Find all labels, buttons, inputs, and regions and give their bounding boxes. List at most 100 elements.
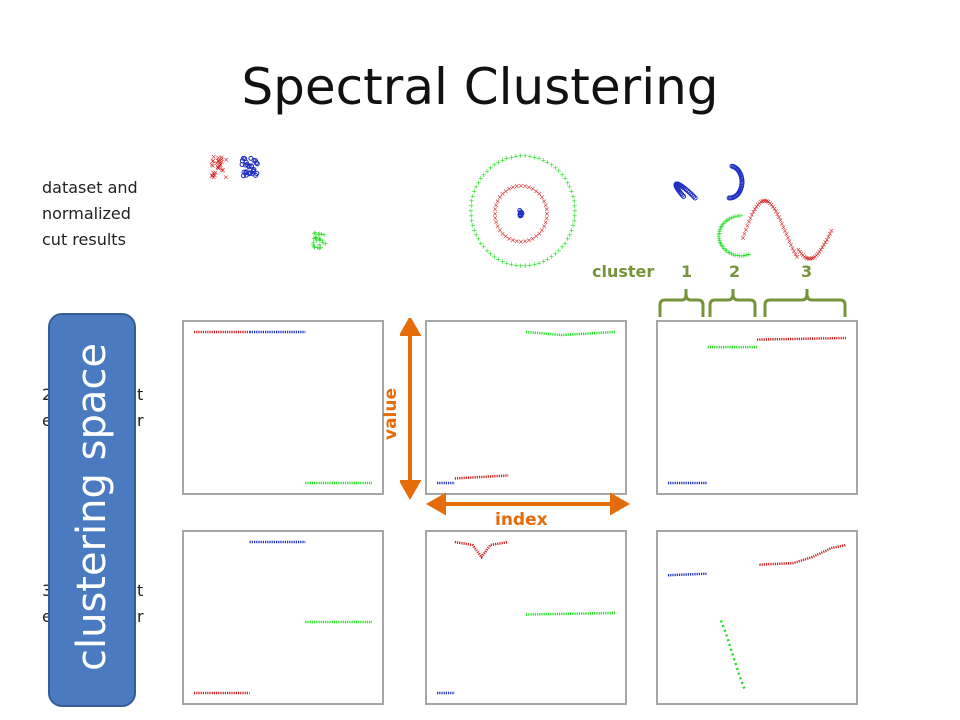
scatter-point: ×	[806, 255, 812, 263]
scatter-point: +	[727, 249, 733, 257]
scatter-point: +	[481, 243, 487, 251]
scatter-point: +	[317, 230, 323, 238]
scatter-point: ×	[212, 172, 218, 180]
bracket-2	[708, 289, 757, 317]
scatter-point: ×	[815, 250, 821, 258]
scatter-point: ×	[788, 241, 794, 249]
scatter-point: ×	[797, 248, 803, 256]
scatter-point: ×	[742, 230, 748, 238]
scatter-point: ×	[805, 255, 811, 263]
scatter-point: ×	[215, 164, 221, 172]
scatter-point: ×	[802, 253, 808, 261]
scatter-point: +	[313, 234, 319, 242]
scatter-point: ×	[543, 201, 549, 209]
scatter-point: ×	[223, 173, 229, 181]
row3-caption-fragment-b: t	[137, 581, 144, 600]
scatter-point: +	[484, 247, 490, 255]
scatter-point	[681, 194, 687, 199]
scatter-point: ×	[543, 219, 549, 227]
scatter-point: ×	[779, 220, 785, 228]
scatter-point: +	[310, 239, 316, 247]
scatter-point: +	[562, 239, 568, 247]
scatter-point: +	[738, 252, 744, 260]
scatter-point: ×	[215, 163, 221, 171]
scatter-point: +	[508, 261, 514, 269]
scatter-point: +	[481, 171, 487, 179]
scatter-point: +	[319, 230, 325, 238]
scatter-point: +	[545, 255, 551, 263]
scatter-point: ×	[209, 172, 215, 180]
scatter-point: +	[559, 171, 565, 179]
scatter-point: ×	[518, 182, 524, 190]
scatter-point: +	[321, 231, 327, 239]
scatter-point: +	[527, 153, 533, 161]
scatter-point: ×	[826, 233, 832, 241]
row2-col3-series-green	[719, 620, 747, 691]
scatter-point: ×	[506, 185, 512, 193]
scatter-point: ×	[761, 197, 767, 205]
scatter-point: ×	[514, 182, 520, 190]
panel-row1-col1-plot	[194, 330, 372, 485]
scatter-point: ×	[770, 203, 776, 211]
scatter-point: +	[508, 153, 514, 161]
scatter-point: ×	[539, 227, 545, 235]
scatter-point: +	[310, 241, 316, 249]
scatter-point: ×	[544, 214, 550, 222]
row1-col2-series-red	[454, 474, 509, 480]
scatter-point	[240, 155, 246, 161]
scatter-point: +	[318, 244, 324, 252]
scatter-point: +	[718, 224, 724, 232]
clustering-space-box: clustering space	[48, 313, 136, 707]
scatter-point	[739, 178, 745, 184]
scatter-point: +	[316, 235, 322, 243]
scatter-point: +	[549, 161, 555, 169]
scatter-point: ×	[492, 210, 498, 218]
dataset-rings: ++++++++++++++++++++++++++++++++++++++++…	[468, 152, 578, 270]
scatter-point: ×	[500, 190, 506, 198]
scatter-point: +	[522, 152, 528, 160]
scatter-point: +	[722, 246, 728, 254]
scatter-point: +	[311, 243, 317, 251]
scatter-point: +	[500, 156, 506, 164]
scatter-point: +	[469, 217, 475, 225]
scatter-point: ×	[781, 223, 787, 231]
scatter-point: +	[556, 167, 562, 175]
panel-row1-col2-plot	[437, 330, 616, 485]
scatter-point: +	[491, 161, 497, 169]
scatter-point: ×	[749, 211, 755, 219]
panel-row2-col2	[425, 530, 627, 705]
value-axis-label: value	[381, 387, 401, 440]
scatter-point: ×	[814, 252, 820, 260]
scatter-point	[248, 155, 254, 161]
scatter-point	[243, 170, 249, 176]
scatter-point: +	[570, 192, 576, 200]
scatter-point: +	[317, 236, 323, 244]
scatter-point: +	[316, 231, 322, 239]
scatter-point: ×	[506, 235, 512, 243]
scatter-point: ×	[812, 253, 818, 261]
bracket-1	[658, 289, 705, 317]
scatter-point: ×	[219, 156, 225, 164]
scatter-point: +	[488, 250, 494, 258]
scatter-point: +	[720, 221, 726, 229]
dataset-blobs: ××××××××××××××××××××××××××××××++++++++++…	[209, 153, 329, 252]
scatter-point: +	[470, 192, 476, 200]
scatter-point: +	[518, 152, 524, 160]
index-axis-label: index	[495, 510, 548, 530]
dataset-curves: ++++++++++++++++++++++++++++++++++++++++…	[673, 163, 834, 263]
scatter-point: +	[532, 261, 538, 269]
value-arrow-head-bottom	[400, 480, 422, 501]
scatter-point: ×	[748, 215, 754, 223]
bracket-3	[763, 289, 847, 317]
scatter-point: ×	[211, 153, 217, 161]
scatter-point: +	[729, 250, 735, 258]
scatter-point: ×	[767, 199, 773, 207]
scatter-point: +	[746, 251, 752, 259]
scatter-point: +	[725, 216, 731, 224]
scatter-point: ×	[758, 198, 764, 206]
scatter-point: ×	[539, 194, 545, 202]
scatter-point: +	[313, 234, 319, 242]
scatter-point: +	[569, 188, 575, 196]
scatter-point: +	[728, 214, 734, 222]
scatter-point: +	[734, 212, 740, 220]
